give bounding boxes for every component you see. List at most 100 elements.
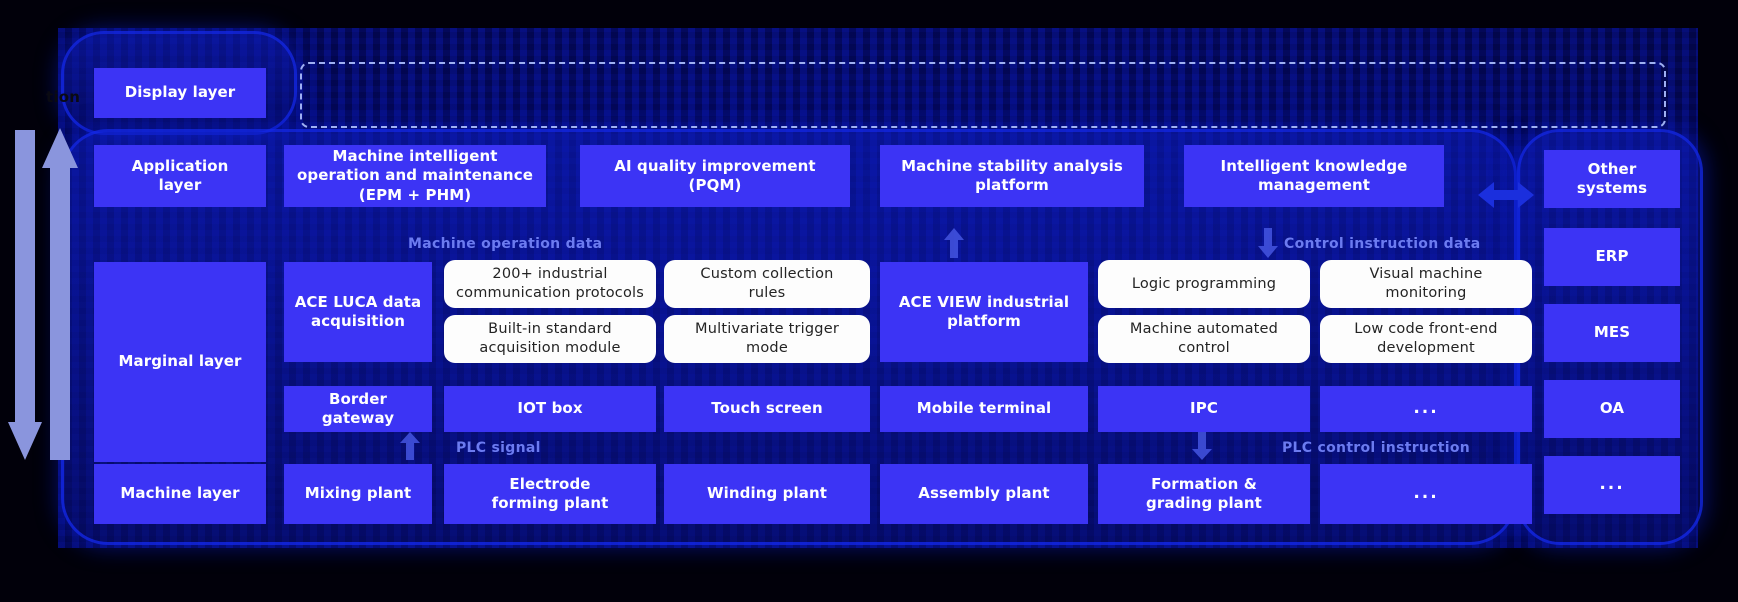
tile-label-line-2: operation and maintenance <box>297 166 533 185</box>
display-layer-dashed-frame <box>300 62 1666 128</box>
tile-label-line-2: platform <box>975 176 1049 194</box>
tile-ace-view-industrial-platform[interactable]: ACE VIEW industrial platform <box>880 262 1088 362</box>
clipped-side-label: tion <box>46 88 81 106</box>
pill-label-line-1: Logic programming <box>1131 275 1277 292</box>
tile-right-systems-more[interactable]: ... <box>1544 456 1680 514</box>
tile-marginal-more[interactable]: ... <box>1320 386 1532 432</box>
left-up-arrow <box>42 128 78 460</box>
tile-assembly-plant[interactable]: Assembly plant <box>880 464 1088 524</box>
tile-label: ... <box>1413 483 1439 504</box>
tile-label: Machine layer <box>120 484 240 503</box>
tile-app-machine-stability-analysis[interactable]: Machine stability analysis platform <box>880 145 1144 207</box>
tile-label-line-2: forming plant <box>491 494 609 512</box>
pill-label-line-2: control <box>1178 340 1230 356</box>
tile-label: Winding plant <box>706 484 828 503</box>
pill-logic-programming[interactable]: Logic programming <box>1098 260 1310 308</box>
tile-label-line-2: layer <box>158 176 202 194</box>
flow-label-plc-signal: PLC signal <box>456 440 541 456</box>
tile-mobile-terminal[interactable]: Mobile terminal <box>880 386 1088 432</box>
tile-label: Touch screen <box>711 399 823 418</box>
tile-iot-box[interactable]: IOT box <box>444 386 656 432</box>
tile-label: Mobile terminal <box>916 399 1052 418</box>
tile-winding-plant[interactable]: Winding plant <box>664 464 870 524</box>
tile-label: ... <box>1413 398 1439 419</box>
tile-electrode-forming-plant[interactable]: Electrode forming plant <box>444 464 656 524</box>
tile-label-line-1: ACE LUCA data <box>294 292 422 311</box>
flow-label-plc-control-instruction: PLC control instruction <box>1282 440 1471 456</box>
tile-erp[interactable]: ERP <box>1544 228 1680 286</box>
tile-label: Marginal layer <box>118 352 242 371</box>
tile-app-ai-quality-improvement[interactable]: AI quality improvement (PQM) <box>580 145 850 207</box>
machine-operation-data-up-arrow-icon <box>944 228 964 258</box>
tile-label: ERP <box>1595 247 1629 266</box>
tile-machine-more[interactable]: ... <box>1320 464 1532 524</box>
tile-label: MES <box>1593 323 1631 342</box>
tile-marginal-layer[interactable]: Marginal layer <box>94 262 266 462</box>
tile-mes[interactable]: MES <box>1544 304 1680 362</box>
tile-ace-luca-data-acquisition[interactable]: ACE LUCA data acquisition <box>284 262 432 362</box>
tile-label: IOT box <box>517 399 583 418</box>
tile-label: Border gateway <box>321 389 395 427</box>
control-instruction-data-down-arrow-icon <box>1258 228 1278 258</box>
tile-label-line-1: Electrode <box>509 474 591 493</box>
pill-label-line-1: Machine automated <box>1129 321 1279 338</box>
pill-label-line-1: 200+ industrial <box>492 266 608 283</box>
tile-oa[interactable]: OA <box>1544 380 1680 438</box>
pill-multivariate-trigger-mode[interactable]: Multivariate trigger mode <box>664 315 870 363</box>
pill-industrial-communication-protocols[interactable]: 200+ industrial communication protocols <box>444 260 656 308</box>
pill-builtin-standard-acquisition-module[interactable]: Built-in standard acquisition module <box>444 315 656 363</box>
tile-app-machine-intelligent-ops[interactable]: Machine intelligent operation and mainte… <box>284 145 546 207</box>
tile-label-line-1: Machine stability analysis <box>901 156 1123 175</box>
tile-label-line-2: grading plant <box>1146 494 1262 512</box>
pill-visual-machine-monitoring[interactable]: Visual machine monitoring <box>1320 260 1532 308</box>
tile-label-line-1: Other <box>1587 159 1637 178</box>
tile-border-gateway[interactable]: Border gateway <box>284 386 432 432</box>
tile-machine-layer[interactable]: Machine layer <box>94 464 266 524</box>
flow-label-control-instruction-data: Control instruction data <box>1284 236 1481 252</box>
tile-label-line-1: Application <box>131 156 229 175</box>
tile-label: Assembly plant <box>918 484 1050 503</box>
pill-machine-automated-control[interactable]: Machine automated control <box>1098 315 1310 363</box>
tile-mixing-plant[interactable]: Mixing plant <box>284 464 432 524</box>
tile-label-line-1: ACE VIEW industrial <box>898 292 1070 311</box>
tile-label-line-1: AI quality improvement <box>614 156 816 175</box>
pill-label-line-1: Multivariate trigger <box>695 321 839 338</box>
tile-label: Mixing plant <box>304 484 412 503</box>
tile-label-line-3: (EPM + PHM) <box>358 185 472 204</box>
plc-signal-up-arrow-icon <box>400 432 420 460</box>
tile-application-layer[interactable]: Application layer <box>94 145 266 207</box>
pill-label-line-1: Built-in standard <box>488 321 612 338</box>
tile-display-layer[interactable]: Display layer <box>94 68 266 118</box>
tile-formation-grading-plant[interactable]: Formation & grading plant <box>1098 464 1310 524</box>
pill-label-line-2: rules <box>748 285 786 301</box>
pill-label-line-2: monitoring <box>1385 285 1467 301</box>
tile-touch-screen[interactable]: Touch screen <box>664 386 870 432</box>
tile-app-intelligent-knowledge-management[interactable]: Intelligent knowledge management <box>1184 145 1444 207</box>
pill-low-code-frontend-development[interactable]: Low code front-end development <box>1320 315 1532 363</box>
tile-label: OA <box>1599 399 1625 418</box>
tile-label-line-2: systems <box>1576 179 1648 197</box>
tile-label: IPC <box>1190 399 1218 418</box>
tile-label-line-2: acquisition <box>310 312 406 330</box>
tile-label-line-2: platform <box>947 312 1021 330</box>
pill-label-line-2: communication protocols <box>455 285 645 301</box>
plc-control-instruction-down-arrow-icon <box>1192 432 1212 460</box>
left-down-arrow <box>8 130 42 460</box>
tile-label-line-1: Machine intelligent <box>332 147 498 166</box>
pill-label-line-2: development <box>1377 340 1475 356</box>
tile-label-line-2: management <box>1257 176 1371 194</box>
tile-other-systems[interactable]: Other systems <box>1544 150 1680 208</box>
pill-label-line-1: Custom collection <box>700 266 834 283</box>
tile-label-line-2: (PQM) <box>688 176 742 194</box>
flow-label-machine-operation-data: Machine operation data <box>408 236 603 252</box>
pill-label-line-1: Low code front-end <box>1354 321 1498 338</box>
tile-label: ... <box>1599 474 1625 495</box>
tile-ipc[interactable]: IPC <box>1098 386 1310 432</box>
tile-label-line-1: Intelligent knowledge <box>1220 156 1408 175</box>
tile-label-line-1: Formation & <box>1151 474 1257 493</box>
pill-label-line-2: mode <box>746 340 788 356</box>
pill-custom-collection-rules[interactable]: Custom collection rules <box>664 260 870 308</box>
pill-label-line-1: Visual machine <box>1369 266 1483 283</box>
pill-label-line-2: acquisition module <box>479 340 621 356</box>
